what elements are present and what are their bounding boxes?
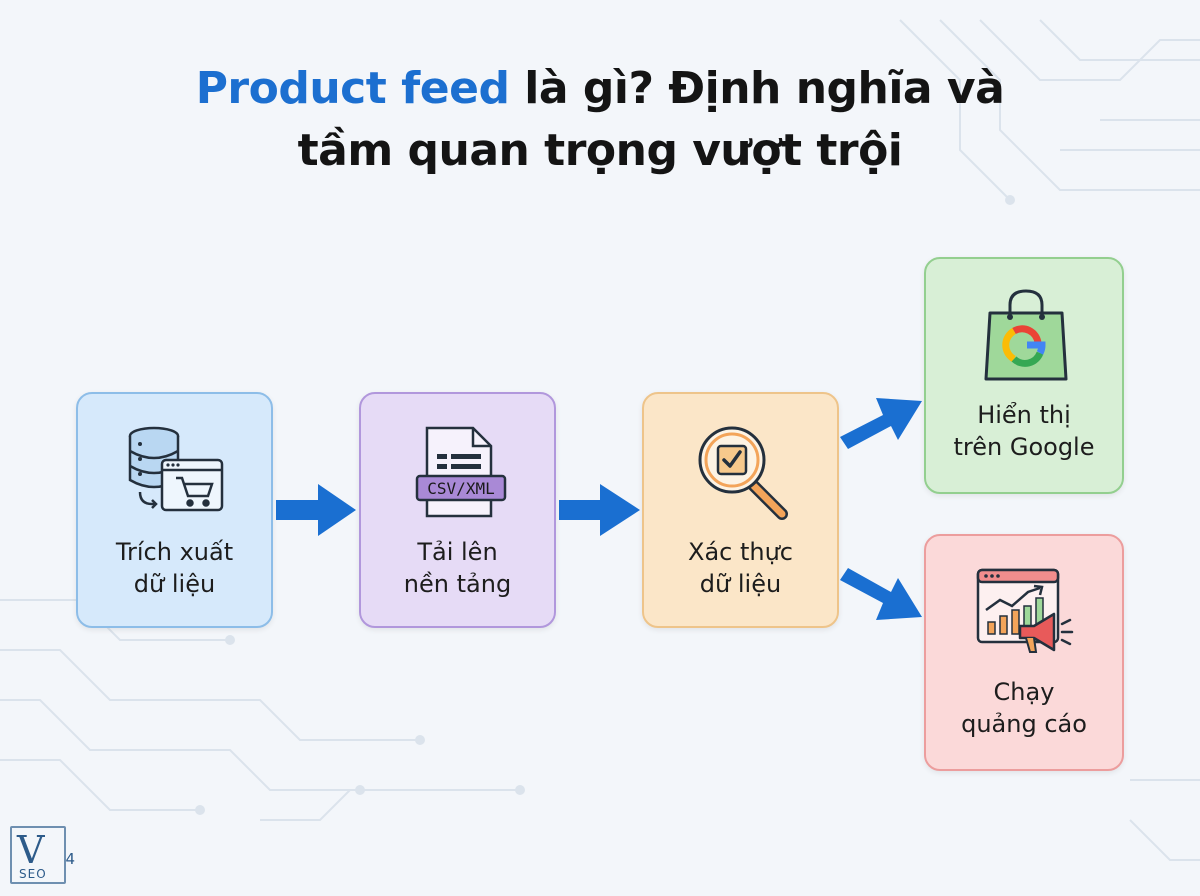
magnifier-check-icon [698,426,788,520]
step-1-label-line-1: Trích xuất [115,538,234,566]
arrow-step3-to-outcome1 [840,398,922,449]
outcome-2-label-line-1: Chạy [993,678,1055,706]
title-line-1-rest: là gì? Định nghĩa và [509,63,1005,114]
title-highlight: Product feed [195,63,510,114]
step-1-label-line-2: dữ liệu [133,570,216,598]
step-2-label-line-1: Tải lên [417,538,498,566]
arrow-step2-to-step3 [559,484,640,536]
step-3-label: Xác thực dữ liệu [644,536,837,600]
google-shopping-bag-icon [984,289,1068,381]
step-upload-platform: CSV/XML Tải lên nền tảng [359,392,556,628]
outcome-1-label-line-1: Hiển thị [977,401,1071,429]
step-extract-data: Trích xuất dữ liệu [76,392,273,628]
ads-chart-megaphone-icon [976,568,1074,653]
csv-xml-file-icon: CSV/XML [415,426,507,518]
page-title: Product feed là gì? Định nghĩa và tầm qu… [0,58,1200,182]
outcome-1-label-line-2: trên Google [953,433,1095,461]
arrow-step1-to-step2 [276,484,356,536]
step-validate-data: Xác thực dữ liệu [642,392,839,628]
outcome-run-ads: Chạy quảng cáo [924,534,1124,771]
csv-xml-badge-text: CSV/XML [427,479,494,498]
outcome-2-label-line-2: quảng cáo [961,710,1087,738]
step-3-label-line-2: dữ liệu [699,570,782,598]
step-3-label-line-1: Xác thực [688,538,793,566]
database-cart-icon [128,426,224,512]
title-line-2: tầm quan trọng vượt trội [297,125,903,176]
step-2-label: Tải lên nền tảng [361,536,554,600]
outcome-show-on-google: Hiển thị trên Google [924,257,1124,494]
title-line-1: Product feed là gì? Định nghĩa và [0,58,1200,120]
logo-letter: V [17,828,45,872]
step-1-label: Trích xuất dữ liệu [78,536,271,600]
arrow-step3-to-outcome2 [840,568,922,620]
step-2-label-line-2: nền tảng [403,570,512,598]
logo-sub: SEO [19,867,47,881]
brand-logo: V 4 SEO [10,826,75,884]
outcome-2-label: Chạy quảng cáo [926,676,1122,740]
logo-number: 4 [65,850,75,868]
outcome-1-label: Hiển thị trên Google [926,399,1122,463]
